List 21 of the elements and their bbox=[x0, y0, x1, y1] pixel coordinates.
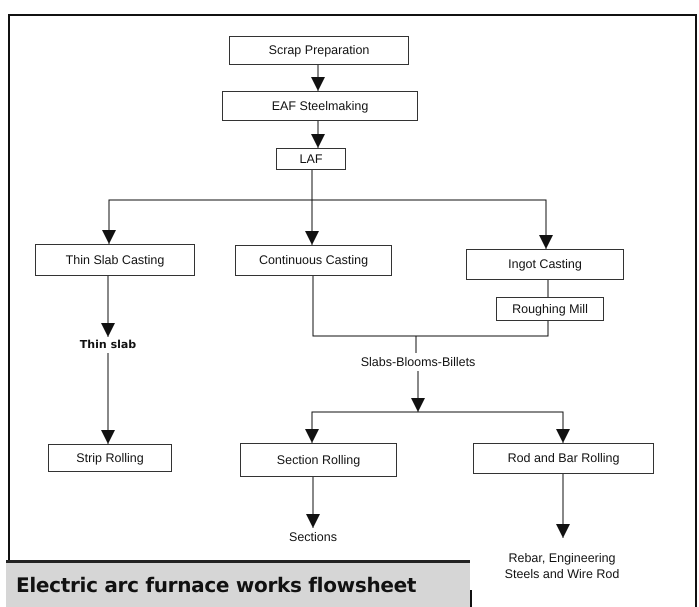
process-box: Rod and Bar Rolling bbox=[473, 443, 654, 474]
connector-arrow bbox=[411, 370, 425, 412]
connector-arrow bbox=[306, 476, 320, 528]
connector-arrow bbox=[101, 276, 115, 338]
connector-arrow bbox=[311, 120, 325, 148]
connector-arrow bbox=[305, 412, 418, 444]
process-box: Strip Rolling bbox=[48, 444, 172, 472]
process-box: Thin Slab Casting bbox=[35, 244, 195, 276]
connector-arrow bbox=[101, 352, 115, 444]
process-box: EAF Steelmaking bbox=[222, 91, 418, 121]
connector-arrow bbox=[418, 412, 570, 444]
process-box: Roughing Mill bbox=[496, 297, 604, 321]
process-box: LAF bbox=[276, 148, 346, 170]
caption: Electric arc furnace works flowsheet bbox=[16, 573, 416, 597]
process-box: Section Rolling bbox=[240, 443, 397, 477]
connector-arrow bbox=[311, 64, 325, 92]
connector-arrow bbox=[556, 474, 570, 538]
process-box: Scrap Preparation bbox=[229, 36, 409, 65]
process-box: Ingot Casting bbox=[466, 249, 624, 280]
process-box: Continuous Casting bbox=[235, 245, 392, 276]
connector-arrow bbox=[312, 170, 553, 250]
